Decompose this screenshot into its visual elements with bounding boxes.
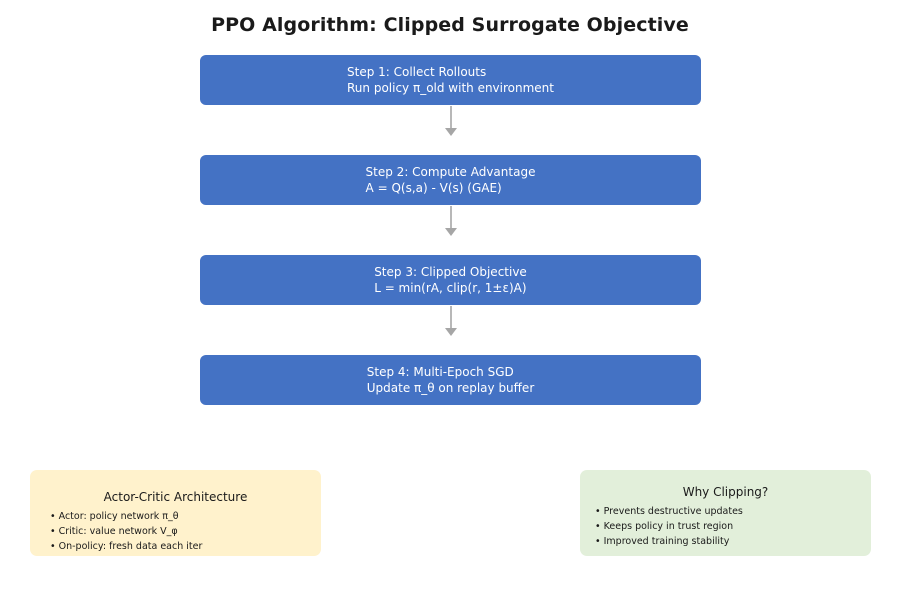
step-4-title: Step 4: Multi-Epoch SGD <box>366 365 514 379</box>
arrow-step2-to-step3 <box>445 206 457 236</box>
why-clipping-note: Why Clipping? • Prevents destructive upd… <box>580 470 871 556</box>
step-2-detail: A = Q(s,a) - V(s) (GAE) <box>365 181 502 195</box>
step-3-detail: L = min(rA, clip(r, 1±ε)A) <box>374 281 527 295</box>
step-1-detail: Run policy π_old with environment <box>347 81 554 95</box>
step-1-title: Step 1: Collect Rollouts <box>347 65 487 79</box>
arrow-step3-to-step4 <box>445 306 457 336</box>
list-item: • Keeps policy in trust region <box>595 521 734 532</box>
diagram-title: PPO Algorithm: Clipped Surrogate Objecti… <box>211 14 689 36</box>
step-4-box: Step 4: Multi-Epoch SGD Update π_θ on re… <box>200 355 701 405</box>
why-clipping-title: Why Clipping? <box>682 485 769 499</box>
step-2-box: Step 2: Compute Advantage A = Q(s,a) - V… <box>200 155 701 205</box>
actor-critic-note: Actor-Critic Architecture • Actor: polic… <box>30 470 321 556</box>
list-item: • Improved training stability <box>595 536 730 547</box>
step-1-box: Step 1: Collect Rollouts Run policy π_ol… <box>200 55 701 105</box>
list-item: • On-policy: fresh data each iter <box>50 541 203 552</box>
step-3-title: Step 3: Clipped Objective <box>374 265 527 279</box>
actor-critic-list: • Actor: policy network π_θ • Critic: va… <box>50 509 202 554</box>
list-item: • Critic: value network V_φ <box>50 526 178 537</box>
actor-critic-title: Actor-Critic Architecture <box>103 490 248 504</box>
arrow-step1-to-step2 <box>445 106 457 136</box>
step-3-box: Step 3: Clipped Objective L = min(rA, cl… <box>200 255 701 305</box>
list-item: • Actor: policy network π_θ <box>50 511 179 522</box>
step-2-title: Step 2: Compute Advantage <box>365 165 536 179</box>
step-4-detail: Update π_θ on replay buffer <box>366 381 535 395</box>
list-item: • Prevents destructive updates <box>595 506 743 517</box>
why-clipping-list: • Prevents destructive updates • Keeps p… <box>595 504 743 549</box>
